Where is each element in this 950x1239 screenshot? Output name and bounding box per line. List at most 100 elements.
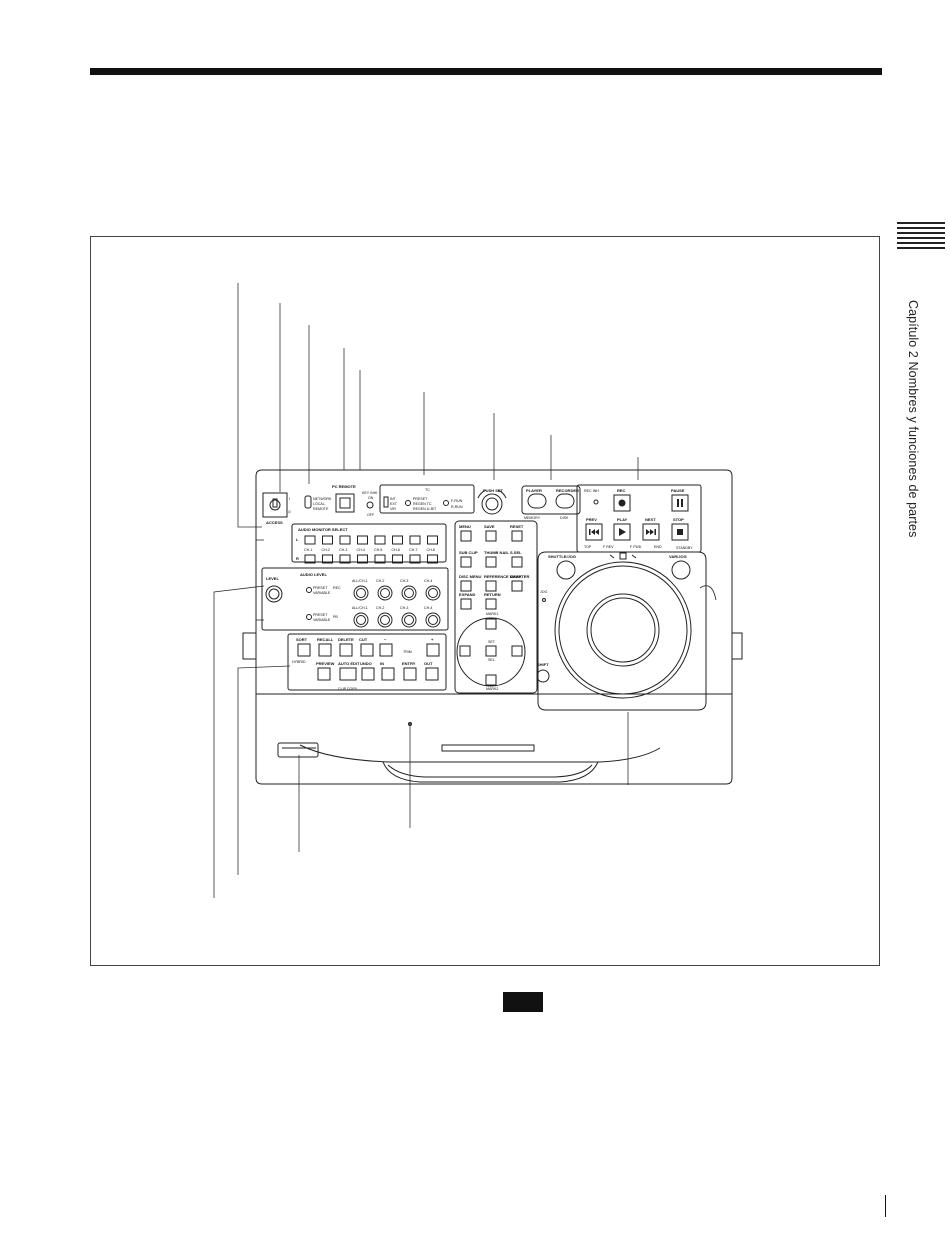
play-button[interactable] bbox=[613, 523, 631, 541]
tc-preset-switch[interactable]: PRESET REGEN TC REGEN U-BIT bbox=[405, 497, 437, 511]
menu-button-thumb-nail[interactable] bbox=[485, 556, 497, 568]
tc-run-switch[interactable]: F-RUN R-RUN bbox=[443, 499, 463, 509]
tc-int: INT bbox=[390, 497, 397, 501]
pb-knob-label-3: CH-4 bbox=[424, 606, 432, 610]
monitor-l-ch-1[interactable] bbox=[304, 535, 316, 545]
level-label: LEVEL bbox=[266, 576, 279, 581]
menu-button-expand[interactable] bbox=[460, 598, 472, 610]
pc-remote-label: PC REMOTE bbox=[332, 484, 356, 489]
right-button[interactable] bbox=[511, 645, 523, 657]
menu-button-disc-menu[interactable] bbox=[460, 580, 472, 592]
recall-button[interactable] bbox=[318, 643, 332, 657]
prev-label: PREV bbox=[586, 517, 597, 522]
monitor-r-ch-1[interactable] bbox=[304, 554, 316, 564]
shift-button[interactable] bbox=[536, 669, 550, 683]
shuttle-ring[interactable] bbox=[554, 561, 692, 699]
preview-button[interactable] bbox=[317, 667, 331, 681]
monitor-l-ch-4[interactable] bbox=[357, 535, 368, 545]
entry-button[interactable] bbox=[403, 667, 417, 681]
recorder-button[interactable] bbox=[555, 493, 575, 509]
push-set-knob[interactable]: PUSH SET bbox=[477, 488, 507, 515]
undo-button[interactable] bbox=[361, 667, 375, 681]
monitor-r-ch-5[interactable] bbox=[374, 554, 386, 564]
auto-edit-button[interactable] bbox=[339, 667, 357, 681]
monitor-label-ch-8: CH-8 bbox=[427, 548, 435, 552]
rec-knob-0[interactable] bbox=[353, 585, 369, 601]
menu-button-reference-mark[interactable] bbox=[485, 580, 497, 592]
pb-knob-label-0: ALL/CH-1 bbox=[352, 606, 368, 610]
frev-label: F REV bbox=[603, 545, 614, 549]
shuttle-jog-button[interactable] bbox=[556, 560, 576, 580]
chapter-tab-stripes bbox=[897, 222, 945, 252]
sort-button[interactable] bbox=[297, 643, 311, 657]
edit-label-sort: SORT bbox=[296, 637, 308, 642]
monitor-r-ch-4[interactable] bbox=[357, 554, 368, 564]
set-button[interactable] bbox=[485, 645, 497, 657]
down-button[interactable] bbox=[485, 674, 497, 686]
key-inhi-switch[interactable]: KEY INHI ON OFF bbox=[362, 491, 377, 517]
monitor-l-ch-2[interactable] bbox=[322, 535, 333, 545]
pb-knob-2[interactable] bbox=[401, 612, 417, 628]
next-button[interactable] bbox=[642, 523, 660, 541]
prev-button[interactable] bbox=[585, 523, 603, 541]
out-button[interactable] bbox=[425, 667, 439, 681]
menu-button-s-sel[interactable] bbox=[511, 556, 523, 568]
monitor-r-ch-8[interactable] bbox=[427, 554, 438, 564]
minus-button[interactable] bbox=[379, 643, 393, 657]
monitor-l-ch-7[interactable] bbox=[409, 535, 421, 545]
delete-button[interactable] bbox=[339, 643, 353, 657]
cut-button[interactable] bbox=[360, 643, 374, 657]
left-button[interactable] bbox=[459, 645, 471, 657]
monitor-r-ch-3[interactable] bbox=[339, 554, 351, 564]
monitor-l-ch-8[interactable] bbox=[427, 535, 438, 545]
monitor-r-ch-6[interactable] bbox=[392, 554, 403, 564]
monitor-label-ch-3: CH-3 bbox=[339, 548, 347, 552]
remote-selector[interactable]: NETWORK LOCAL REMOTE bbox=[304, 495, 332, 511]
menu-label-1: SAVE bbox=[484, 524, 495, 529]
menu-button-return[interactable] bbox=[485, 598, 497, 610]
cross-pad[interactable]: MARK1 SET SEL MARK2 bbox=[456, 612, 526, 691]
key-inhi-label: KEY INHI bbox=[362, 491, 377, 495]
edit-label-out: OUT bbox=[424, 661, 433, 666]
rec-preset-switch[interactable]: PRESET VARIABLE bbox=[306, 586, 331, 595]
pc-remote-button[interactable]: PC REMOTE bbox=[332, 484, 356, 513]
pb-knob-label-1: CH-2 bbox=[376, 606, 384, 610]
level-knob[interactable] bbox=[265, 585, 283, 603]
audio-rec-label: REC bbox=[333, 586, 341, 590]
pb-knob-1[interactable] bbox=[377, 612, 393, 628]
monitor-l-ch-5[interactable] bbox=[374, 535, 386, 545]
monitor-l-ch-6[interactable] bbox=[392, 535, 403, 545]
menu-button-chapter[interactable] bbox=[511, 580, 523, 592]
monitor-r-ch-7[interactable] bbox=[409, 554, 421, 564]
monitor-l-ch-3[interactable] bbox=[339, 535, 351, 545]
edit-label-delete: DELETE bbox=[338, 637, 354, 642]
rec-button[interactable] bbox=[613, 494, 631, 512]
top-label: TOP bbox=[584, 545, 592, 549]
shuttle-jog-label: SHUTTLE/JOG bbox=[548, 554, 576, 559]
menu-button-menu[interactable] bbox=[460, 530, 472, 542]
ffwd-label: F FWD bbox=[630, 545, 642, 549]
tc-source-switch[interactable]: INT EXT VIR bbox=[383, 496, 398, 511]
pb-knob-3[interactable] bbox=[425, 612, 441, 628]
pb-knob-0[interactable] bbox=[353, 612, 369, 628]
in-button[interactable] bbox=[381, 667, 395, 681]
pb-preset-switch[interactable]: PRESET VARIABLE bbox=[306, 613, 331, 622]
stop-button[interactable] bbox=[671, 523, 689, 541]
rec-knob-2[interactable] bbox=[401, 585, 417, 601]
menu-button-sub-clip[interactable] bbox=[460, 556, 472, 568]
menu-button-reset[interactable] bbox=[511, 530, 523, 542]
jog-dial[interactable] bbox=[586, 593, 660, 667]
rec-knob-1[interactable] bbox=[377, 585, 393, 601]
menu-button-save[interactable] bbox=[485, 530, 497, 542]
audio-monitor-r: R bbox=[296, 556, 299, 561]
player-button[interactable] bbox=[527, 493, 547, 509]
monitor-r-ch-2[interactable] bbox=[322, 554, 333, 564]
pause-button[interactable] bbox=[671, 494, 689, 512]
audio-monitor-title: AUDIO MONITOR SELECT bbox=[298, 527, 348, 532]
plus-button[interactable] bbox=[426, 643, 440, 657]
up-button[interactable] bbox=[485, 618, 497, 630]
rec-knob-3[interactable] bbox=[425, 585, 441, 601]
var-jog-button[interactable] bbox=[671, 560, 691, 580]
edit-label-undo: UNDO bbox=[360, 661, 372, 666]
access-switch[interactable]: I ⏻ ACCESS bbox=[262, 492, 291, 525]
